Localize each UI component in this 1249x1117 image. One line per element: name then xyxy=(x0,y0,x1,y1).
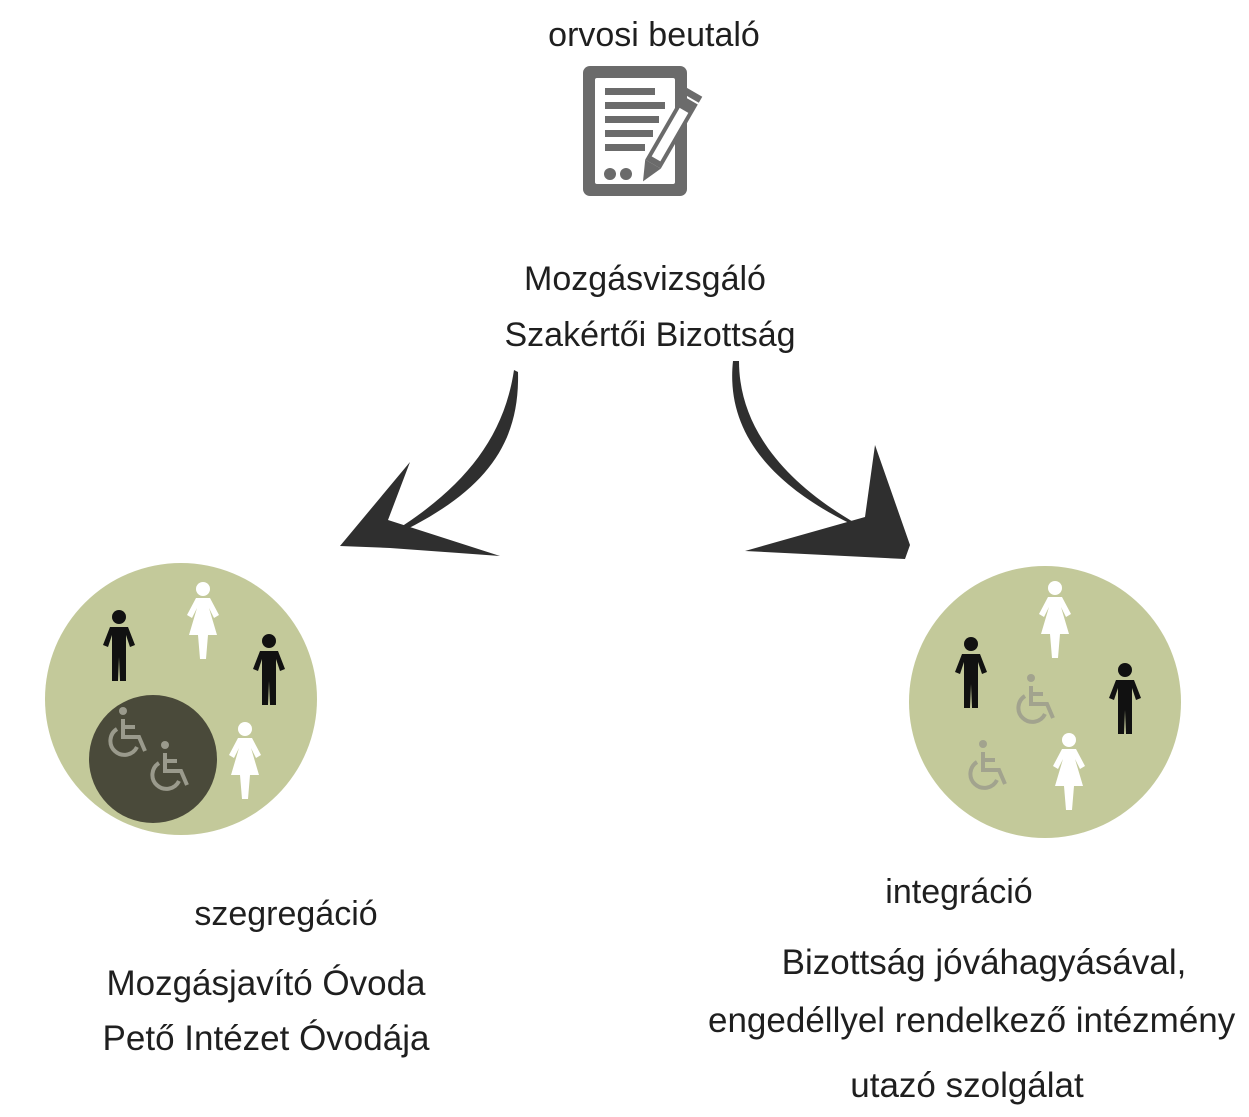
segregation-line-1: Mozgásjavító Óvoda xyxy=(106,964,426,1003)
referral-label: orvosi beutaló xyxy=(548,16,760,54)
wheelchair-icon xyxy=(968,740,1007,790)
integration-title: integráció xyxy=(885,873,1033,911)
wheelchair-icon xyxy=(150,741,189,791)
integration-line-2: engedéllyel rendelkező intézmény xyxy=(708,1001,1236,1040)
committee-line-2: Szakértői Bizottság xyxy=(504,316,796,354)
wheelchair-icon xyxy=(1016,674,1055,724)
female-figure-icon xyxy=(1053,733,1085,810)
male-figure-icon xyxy=(103,610,135,681)
committee-line-1: Mozgásvizsgáló xyxy=(524,260,766,298)
segregation-title: szegregáció xyxy=(194,895,378,933)
wheelchair-icon xyxy=(108,707,147,757)
segregation-line-2: Pető Intézet Óvodája xyxy=(102,1019,430,1058)
arrow-right-icon xyxy=(732,361,910,559)
male-figure-icon xyxy=(253,634,285,705)
female-figure-icon xyxy=(187,582,219,659)
female-figure-icon xyxy=(229,722,261,799)
document-pen-icon xyxy=(583,66,703,196)
female-figure-icon xyxy=(1039,581,1071,658)
segregation-circle xyxy=(45,563,317,835)
integration-line-1: Bizottság jóváhagyásával, xyxy=(781,943,1187,982)
integration-line-3: utazó szolgálat xyxy=(850,1066,1084,1105)
inner-group-circle xyxy=(89,695,217,823)
arrow-left-icon xyxy=(340,370,519,556)
integration-circle xyxy=(909,566,1181,838)
male-figure-icon xyxy=(1109,663,1141,734)
male-figure-icon xyxy=(955,637,987,708)
